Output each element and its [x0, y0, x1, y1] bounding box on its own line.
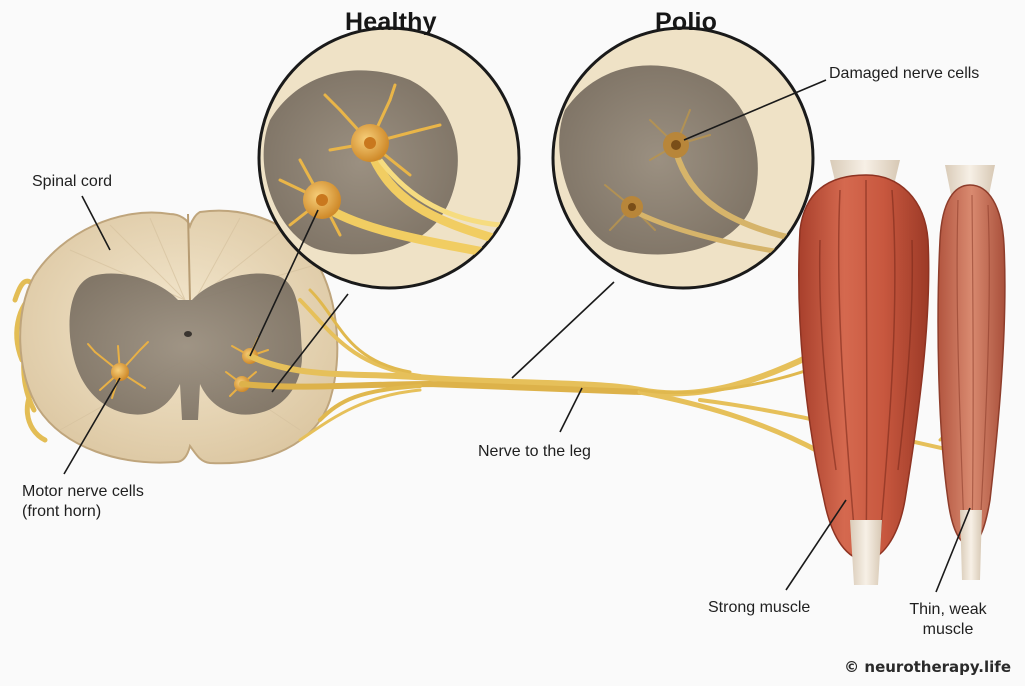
leader-nerve-to-leg	[559, 387, 583, 433]
leader-healthy-b	[271, 293, 349, 393]
label-motor-cells: Motor nerve cells (front horn)	[22, 482, 144, 522]
label-damaged-cells: Damaged nerve cells	[829, 65, 980, 82]
label-motor-cells-line1: Motor nerve cells	[22, 483, 144, 500]
label-weak-muscle-line2: muscle	[922, 621, 974, 638]
strong-muscle	[798, 160, 930, 585]
leader-spinal-cord	[81, 195, 111, 251]
heading-polio: Polio	[655, 8, 718, 36]
label-spinal-cord: Spinal cord	[32, 173, 113, 190]
spinal-cord-section	[12, 209, 339, 465]
healthy-magnified-view	[257, 26, 521, 290]
weak-muscle	[937, 165, 1006, 580]
polio-magnified-view	[551, 26, 815, 290]
leader-polio	[511, 281, 615, 379]
leader-damaged-cells	[683, 79, 827, 141]
leader-lines	[63, 79, 971, 593]
credit-watermark: © neurotherapy.life	[844, 658, 1011, 676]
label-strong-muscle: Strong muscle	[708, 599, 811, 616]
leader-strong-muscle	[785, 499, 847, 591]
heading-healthy: Healthy	[345, 8, 437, 36]
leader-weak-muscle	[935, 507, 971, 593]
leader-healthy-a	[249, 209, 319, 357]
label-motor-cells-line2: (front horn)	[22, 503, 102, 520]
label-weak-muscle: Thin, weak muscle	[898, 600, 998, 640]
label-weak-muscle-line1: Thin, weak	[909, 601, 987, 618]
leader-motor-cells	[63, 377, 121, 475]
central-canal	[184, 331, 192, 337]
label-nerve-to-leg: Nerve to the leg	[478, 443, 591, 460]
